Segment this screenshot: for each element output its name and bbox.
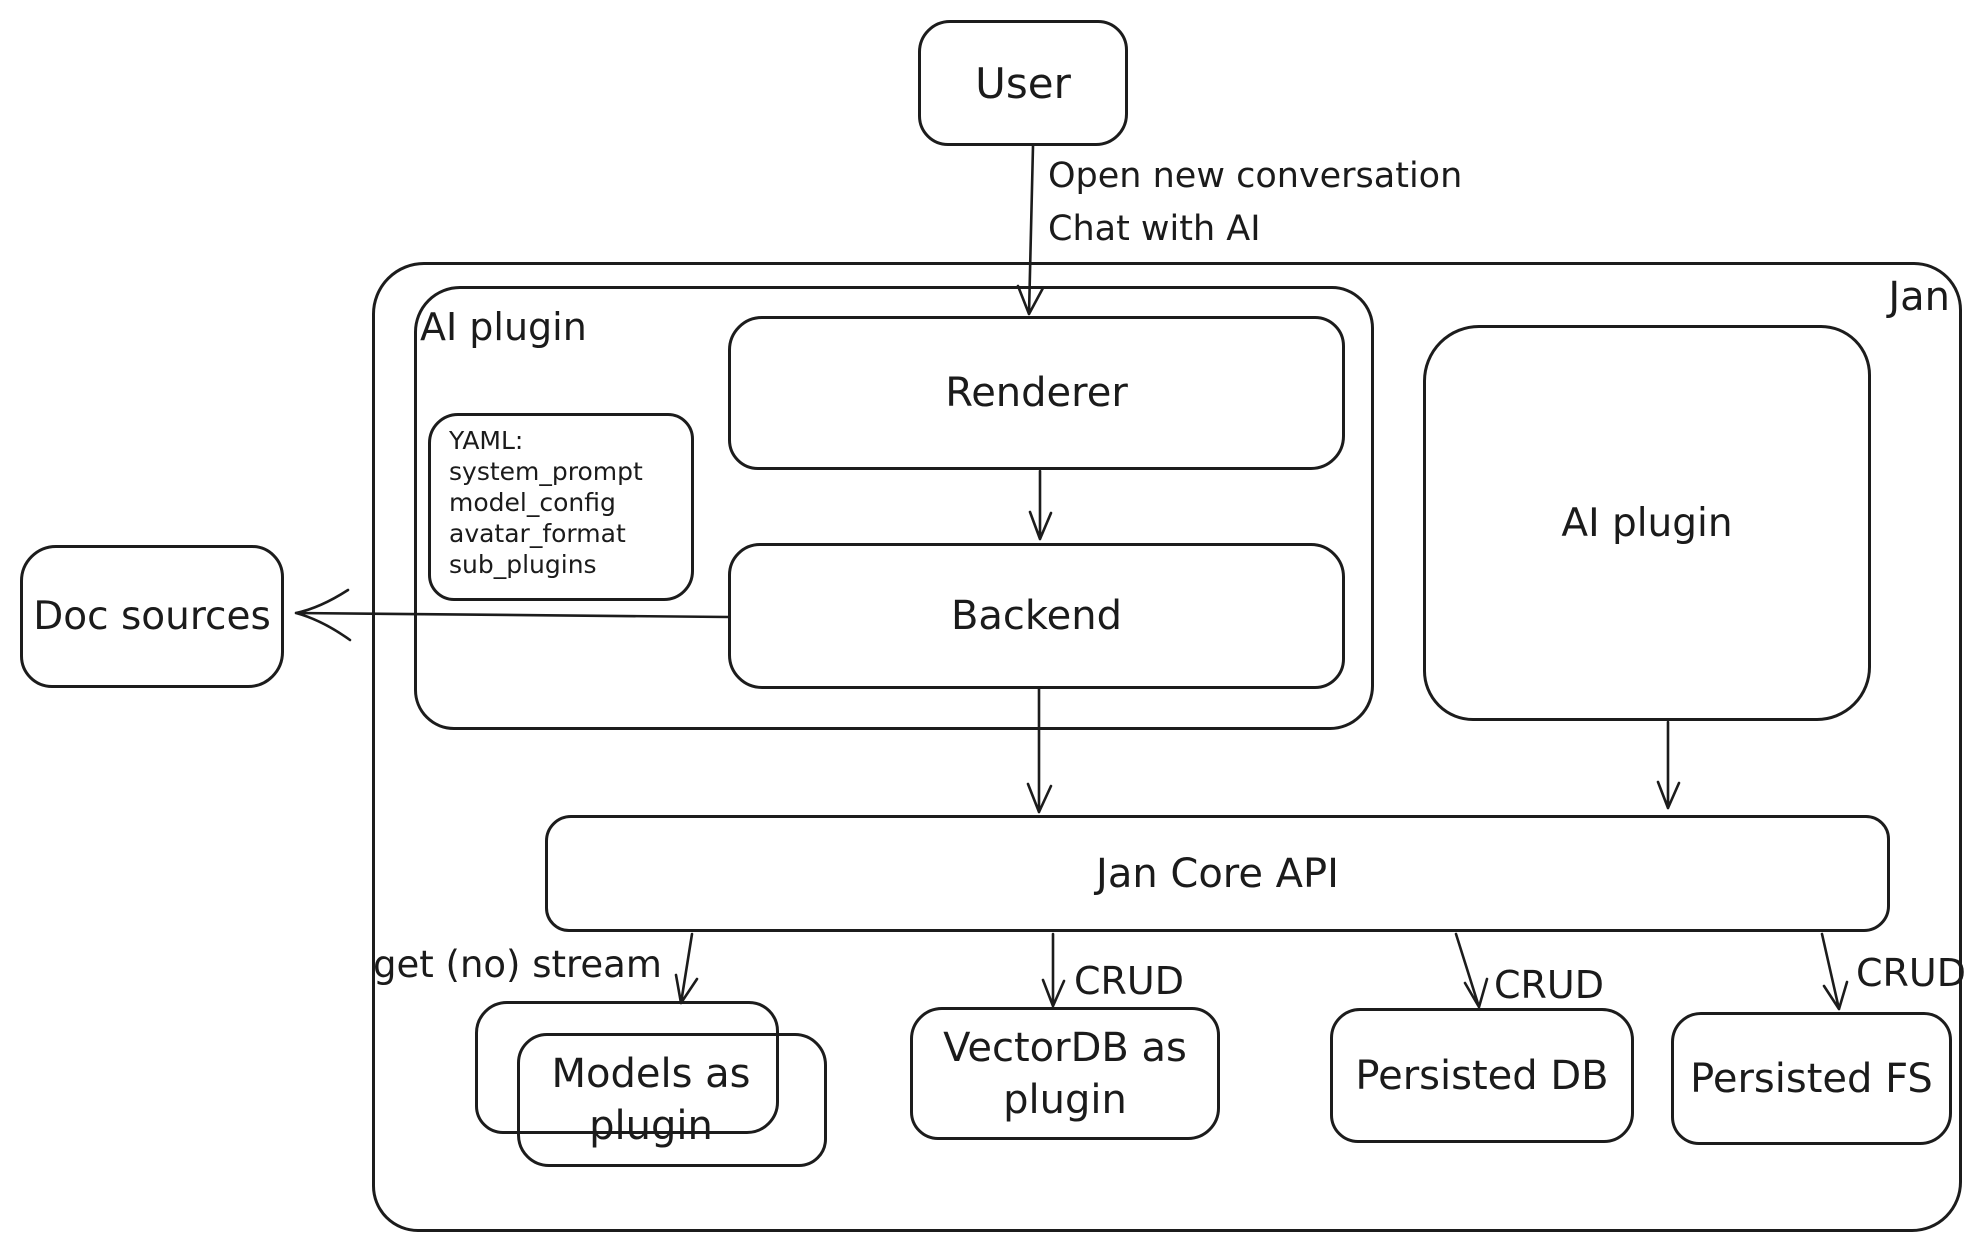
persisted-db-label: Persisted DB <box>1355 1052 1609 1099</box>
backend-label: Backend <box>950 593 1123 639</box>
yaml-note-box <box>428 413 694 601</box>
user-node <box>918 20 1128 146</box>
user-label: User <box>975 58 1071 108</box>
core-to-persisted-fs-edge-label: CRUD <box>1856 951 1967 995</box>
persisted-db-node <box>1330 1008 1634 1143</box>
doc-sources-node <box>20 545 284 688</box>
jan-core-api-label: Jan Core API <box>1096 850 1339 897</box>
renderer-label: Renderer <box>945 370 1128 416</box>
core-to-persisted-db-edge-label: CRUD <box>1494 963 1605 1007</box>
core-to-models-edge-label: get (no) stream <box>373 943 662 986</box>
ai-plugin-right-node <box>1423 325 1871 721</box>
backend-node <box>728 543 1345 689</box>
jan-core-api-node <box>545 815 1890 932</box>
models-as-plugin-front-box <box>517 1033 827 1167</box>
vectordb-as-plugin-node <box>910 1007 1220 1140</box>
persisted-fs-label: Persisted FS <box>1690 1055 1933 1102</box>
renderer-node <box>728 316 1345 470</box>
core-to-vectordb-edge-label: CRUD <box>1074 959 1185 1003</box>
ai-plugin-group-box <box>414 286 1374 730</box>
ai-plugin-group-label: AI plugin <box>420 305 587 349</box>
vectordb-as-plugin-label: VectorDB as plugin <box>943 1024 1187 1123</box>
user-to-renderer-edge-label: Open new conversation Chat with AI <box>1048 156 1463 249</box>
ai-plugin-right-label: AI plugin <box>1561 500 1733 546</box>
doc-sources-label: Doc sources <box>33 594 271 639</box>
jan-container-label: Jan <box>1888 274 1950 320</box>
models-as-plugin-back-box <box>475 1001 779 1134</box>
yaml-note-text: YAML: system_prompt model_config avatar_… <box>449 426 643 579</box>
jan-container-box <box>372 262 1962 1232</box>
models-as-plugin-label: Models as plugin <box>551 1051 751 1149</box>
persisted-fs-node <box>1671 1012 1952 1145</box>
